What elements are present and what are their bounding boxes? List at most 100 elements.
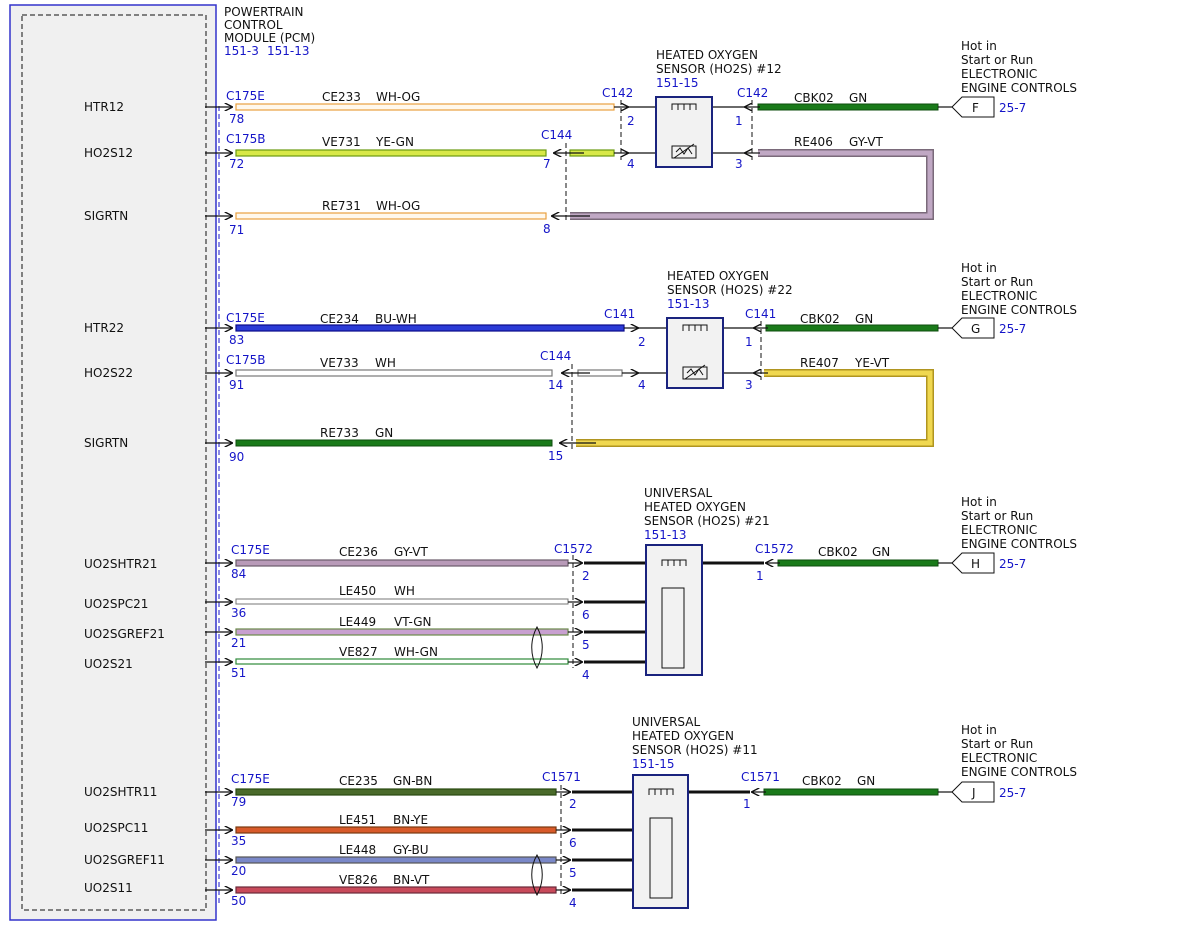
inline-pin-14: 14 — [548, 378, 563, 392]
sensor22-line1: HEATED OXYGEN — [667, 269, 769, 283]
color-ce235: GN-BN — [393, 774, 432, 788]
inline-pin-4c: 4 — [582, 668, 590, 682]
wire-ce233 — [235, 103, 615, 111]
signal-ho2s22: HO2S22 — [84, 366, 133, 380]
heater-icon — [648, 788, 674, 795]
heater-icon — [682, 324, 708, 331]
wire-le450 — [235, 598, 569, 605]
sensor21-line3: SENSOR (HO2S) #21 — [644, 514, 770, 528]
pcm-conn-c175e-4: C175E — [231, 772, 270, 786]
heater-icon — [671, 103, 697, 110]
power-j-line2: Start or Run — [961, 737, 1033, 751]
inline-pins: 2 7 4 8 2 14 4 15 2 6 5 4 2 6 5 4 — [543, 114, 646, 910]
sensor22-ref: 151-13 — [667, 297, 710, 311]
wire-cbk02-1 — [757, 103, 939, 111]
pcm-pin-50: 50 — [231, 894, 246, 908]
signal-uo2sgref21: UO2SGREF21 — [84, 627, 165, 641]
wire-cbk02-2 — [765, 324, 939, 332]
pcm-pin-21: 21 — [231, 636, 246, 650]
power-h-line3: ELECTRONIC — [961, 523, 1037, 537]
splice-flag-h — [951, 552, 995, 574]
color-ve733: WH — [375, 356, 396, 370]
sensor22-line2: SENSOR (HO2S) #22 — [667, 283, 793, 297]
color-ce234: BU-WH — [375, 312, 417, 326]
sensor11-line1: UNIVERSAL — [632, 715, 700, 729]
power-g-line3: ELECTRONIC — [961, 289, 1037, 303]
circuit-ve731: VE731 — [322, 135, 361, 149]
pcm-pin-90: 90 — [229, 450, 244, 464]
power-f-line1: Hot in — [961, 39, 997, 53]
sensor-conn-c141: C141 — [745, 307, 776, 321]
pcm-pin-51: 51 — [231, 666, 246, 680]
sensor-pin-1d: 1 — [743, 797, 751, 811]
pcm-ref-1: 151-3 — [224, 44, 259, 58]
pcm-pin-20: 20 — [231, 864, 246, 878]
inline-conn-c1572: C1572 — [554, 542, 593, 556]
circuit-ve827: VE827 — [339, 645, 378, 659]
sensor21-ref: 151-13 — [644, 528, 687, 542]
pcm-title-line2: CONTROL — [224, 18, 283, 32]
wire-ve826 — [235, 886, 557, 894]
wire-re406 — [570, 150, 933, 219]
power-g-line2: Start or Run — [961, 275, 1033, 289]
pcm-pin-83: 83 — [229, 333, 244, 347]
sensor12-line2: SENSOR (HO2S) #12 — [656, 62, 782, 76]
circuit-re731: RE731 — [322, 199, 361, 213]
circuit-le448: LE448 — [339, 843, 376, 857]
signal-uo2shtr11: UO2SHTR11 — [84, 785, 157, 799]
power-j-line4: ENGINE CONTROLS — [961, 765, 1077, 779]
color-ve731: YE-GN — [375, 135, 414, 149]
circuit-le451: LE451 — [339, 813, 376, 827]
sensor-pin-1c: 1 — [756, 569, 764, 583]
power-g-ref: 25-7 — [999, 322, 1026, 336]
circuit-ce233: CE233 — [322, 90, 361, 104]
sensor-uho2s21 — [645, 544, 703, 676]
color-re407: YE-VT — [854, 356, 890, 370]
wire-le448 — [235, 856, 557, 864]
pcm-pin-36: 36 — [231, 606, 246, 620]
circuit-cbk02-2: CBK02 — [800, 312, 840, 326]
pcm-module-box — [9, 4, 217, 921]
power-block-h: Hot in Start or Run ELECTRONIC ENGINE CO… — [938, 495, 1077, 574]
heater-icon — [661, 559, 687, 566]
power-f-line3: ELECTRONIC — [961, 67, 1037, 81]
circuit-ce235: CE235 — [339, 774, 378, 788]
inline-conn-c1571: C1571 — [542, 770, 581, 784]
color-le449: VT-GN — [394, 615, 431, 629]
inline-pin-4b: 4 — [638, 378, 646, 392]
pcm-signal-labels: HTR12 HO2S12 SIGRTN HTR22 HO2S22 SIGRTN … — [84, 100, 165, 895]
sensor21-line1: UNIVERSAL — [644, 486, 712, 500]
inline-pin-6d: 6 — [569, 836, 577, 850]
power-f-line4: ENGINE CONTROLS — [961, 81, 1077, 95]
sensor12-ref: 151-15 — [656, 76, 699, 90]
inline-pin-2d: 2 — [569, 797, 577, 811]
wire-ve731 — [235, 149, 547, 157]
wire-re407-outline — [576, 369, 934, 447]
color-re733: GN — [375, 426, 393, 440]
sensor-cell-icon — [661, 587, 685, 669]
color-cbk02-4: GN — [857, 774, 875, 788]
color-cbk02-2: GN — [855, 312, 873, 326]
pcm-pin-79: 79 — [231, 795, 246, 809]
wire-le449 — [235, 628, 569, 636]
sensor-element-icon — [682, 366, 708, 380]
sensor11-ref: 151-15 — [632, 757, 675, 771]
signal-uo2spc21: UO2SPC21 — [84, 597, 148, 611]
circuit-ce234: CE234 — [320, 312, 359, 326]
sensor21-line2: HEATED OXYGEN — [644, 500, 746, 514]
signal-sigrtn-1: SIGRTN — [84, 209, 128, 223]
power-h-line2: Start or Run — [961, 509, 1033, 523]
inline-pin-5c: 5 — [582, 638, 590, 652]
inline-pin-8: 8 — [543, 222, 551, 236]
circuit-le450: LE450 — [339, 584, 376, 598]
signal-uo2spc11: UO2SPC11 — [84, 821, 148, 835]
circuit-ve733: VE733 — [320, 356, 359, 370]
power-j-ref: 25-7 — [999, 786, 1026, 800]
circuit-re406: RE406 — [794, 135, 833, 149]
arrows-uho2s21 — [568, 563, 780, 662]
splice-letter-j: J — [971, 786, 976, 800]
inline-pin-2b: 2 — [638, 335, 646, 349]
sensor-cell-icon — [649, 817, 673, 899]
signal-uo2shtr21: UO2SHTR21 — [84, 557, 157, 571]
wire-re406-outline — [570, 149, 934, 220]
